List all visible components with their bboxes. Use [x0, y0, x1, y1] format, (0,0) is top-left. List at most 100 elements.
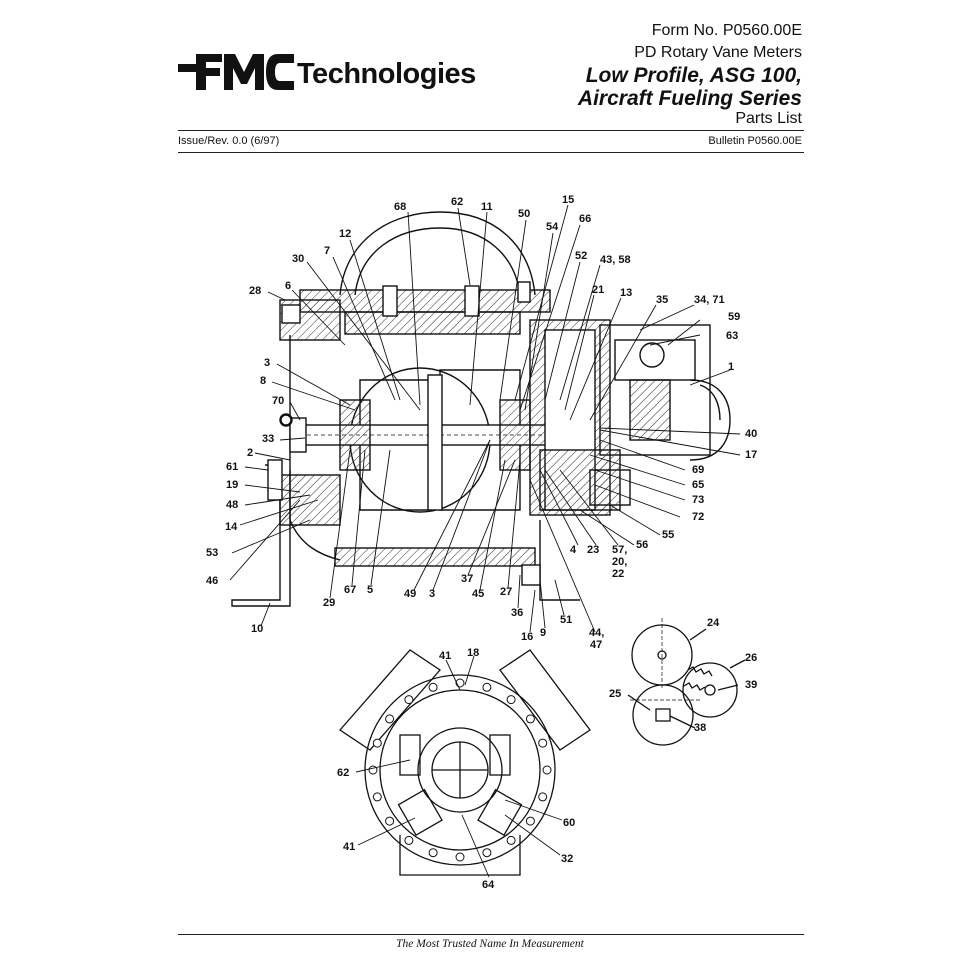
callout-29: 29: [323, 597, 335, 609]
document-title-line-2: Aircraft Fueling Series: [577, 87, 802, 110]
callout-55: 55: [662, 529, 674, 541]
document-type: Parts List: [735, 110, 802, 127]
bolt-hole: [538, 792, 548, 802]
callout-47: 47: [590, 639, 602, 651]
callout-52: 52: [575, 250, 587, 262]
callout-labels-main: 68 62 11 50 15 66 12 54 7 30 52 43, 58 2…: [206, 194, 757, 651]
bolt-hole: [428, 848, 438, 858]
callout-labels-gears: 24 26 39 25 38: [609, 617, 757, 734]
callout-25: 25: [609, 688, 621, 700]
callout-2: 2: [247, 447, 253, 459]
product-line: PD Rotary Vane Meters: [634, 44, 802, 61]
callout-23: 23: [587, 544, 599, 556]
callout-49: 49: [404, 588, 416, 600]
document-title-line-1: Low Profile, ASG 100,: [585, 64, 802, 87]
callout-43-58: 43, 58: [600, 254, 631, 266]
callout-26: 26: [745, 652, 757, 664]
callout-53: 53: [206, 547, 218, 559]
bolt-hole: [404, 695, 414, 705]
bolt-hole: [506, 835, 516, 845]
callout-3-bottom: 3: [429, 588, 435, 600]
callout-41-bottom: 41: [343, 841, 355, 853]
callout-51: 51: [560, 614, 572, 626]
callout-17: 17: [745, 449, 757, 461]
issue-revision: Issue/Rev. 0.0 (6/97): [178, 135, 280, 147]
callout-72: 72: [692, 511, 704, 523]
callout-54: 54: [546, 221, 559, 233]
callout-61: 61: [226, 461, 238, 473]
callout-65: 65: [692, 479, 704, 491]
callout-4: 4: [570, 544, 577, 556]
meter-section-view: [231, 211, 731, 607]
callout-39: 39: [745, 679, 757, 691]
bolt-hole: [404, 835, 414, 845]
callout-21: 21: [592, 284, 604, 296]
callout-10: 10: [251, 623, 263, 635]
callout-8: 8: [260, 375, 266, 387]
callout-56: 56: [636, 539, 648, 551]
callout-66: 66: [579, 213, 591, 225]
bolt-hole: [372, 738, 382, 748]
callout-70: 70: [272, 395, 284, 407]
callout-28: 28: [249, 285, 261, 297]
bolt-hole: [482, 848, 492, 858]
bolt-hole: [506, 695, 516, 705]
bulletin-number: Bulletin P0560.00E: [708, 135, 802, 147]
callout-14: 14: [225, 521, 238, 533]
callout-36: 36: [511, 607, 523, 619]
callout-27: 27: [500, 586, 512, 598]
callout-3-top: 3: [264, 357, 270, 369]
footer-rule: [178, 934, 804, 935]
callout-19: 19: [226, 479, 238, 491]
footer-tagline: The Most Trusted Name In Measurement: [396, 938, 584, 950]
callout-18: 18: [467, 647, 479, 659]
callout-38: 38: [694, 722, 706, 734]
bolt-hole: [385, 714, 395, 724]
callout-40: 40: [745, 428, 757, 440]
callout-60: 60: [563, 817, 575, 829]
callout-35: 35: [656, 294, 668, 306]
callout-16: 16: [521, 631, 533, 643]
callout-73: 73: [692, 494, 704, 506]
callout-68: 68: [394, 201, 406, 213]
callout-34-71: 34, 71: [694, 294, 725, 306]
callout-20: 20,: [612, 556, 627, 568]
callout-12: 12: [339, 228, 351, 240]
callout-1: 1: [728, 361, 734, 373]
callout-30: 30: [292, 253, 304, 265]
callout-5: 5: [367, 584, 373, 596]
bolt-hole: [385, 816, 395, 826]
callout-62: 62: [451, 196, 463, 208]
callout-labels-end-view: 41 18 62 60 41 32 64: [337, 647, 575, 891]
bolt-hole: [428, 682, 438, 692]
bolt-hole: [542, 765, 552, 775]
callout-leader-lines: [229, 204, 741, 633]
callout-46: 46: [206, 575, 218, 587]
callout-33: 33: [262, 433, 274, 445]
callout-45: 45: [472, 588, 484, 600]
callout-37: 37: [461, 573, 473, 585]
bolt-hole: [538, 738, 548, 748]
callout-57: 57,: [612, 544, 627, 556]
callout-59: 59: [728, 311, 740, 323]
callout-32: 32: [561, 853, 573, 865]
end-view-bolt-circle: [368, 678, 552, 862]
callout-15: 15: [562, 194, 574, 206]
callout-13: 13: [620, 287, 632, 299]
callout-67: 67: [344, 584, 356, 596]
header-rule-bottom: [178, 152, 804, 153]
callout-69: 69: [692, 464, 704, 476]
bolt-hole: [482, 682, 492, 692]
callout-24: 24: [707, 617, 720, 629]
bolt-hole: [455, 852, 465, 862]
callout-11: 11: [481, 201, 493, 213]
callout-62-end: 62: [337, 767, 349, 779]
callout-9: 9: [540, 627, 546, 639]
callout-7: 7: [324, 245, 330, 257]
fmc-logo-mark: [178, 54, 294, 90]
gear-train-view: [627, 618, 746, 746]
form-number: Form No. P0560.00E: [651, 22, 802, 39]
callout-64: 64: [482, 879, 495, 891]
bolt-hole: [372, 792, 382, 802]
callout-41-top: 41: [439, 650, 451, 662]
